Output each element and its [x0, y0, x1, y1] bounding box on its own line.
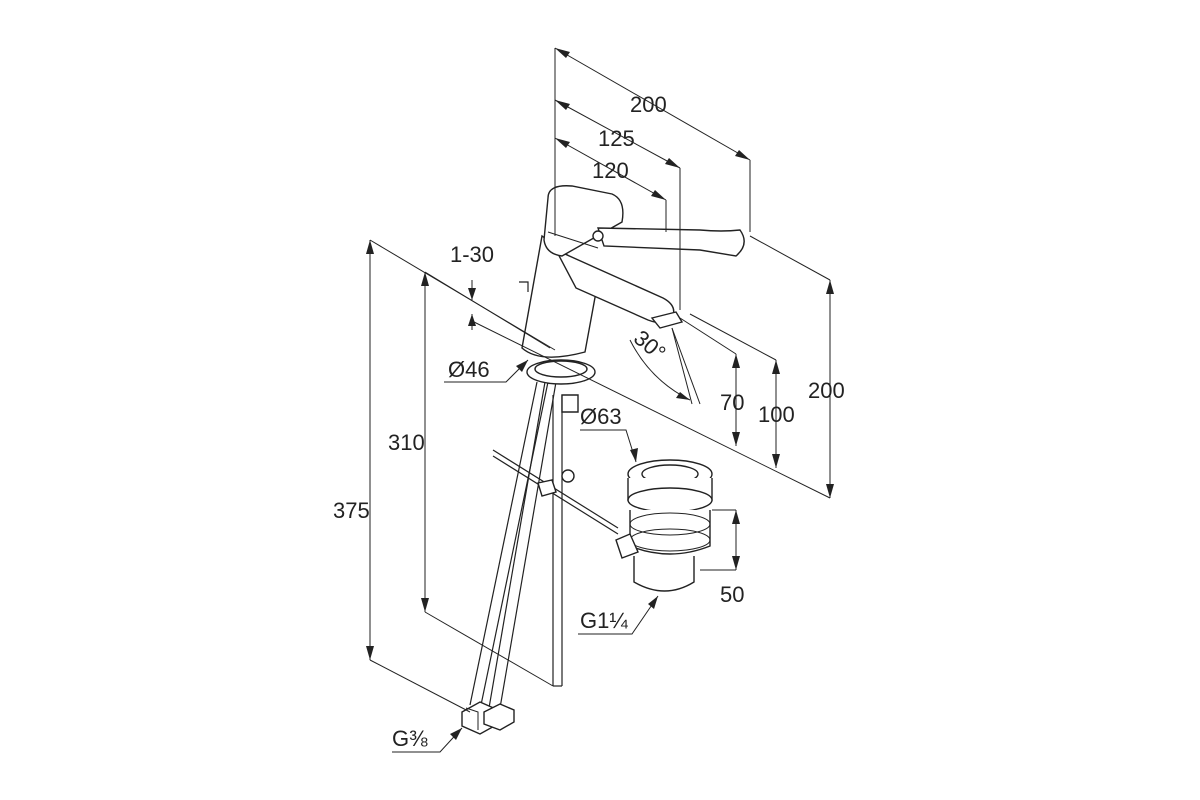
dim-200-right: 200: [808, 378, 845, 403]
dim-125: 125: [598, 126, 635, 151]
popup-rod: [492, 449, 619, 535]
dim-120: 120: [592, 158, 629, 183]
dim-lever-1-30: 1-30: [450, 242, 494, 267]
dim-dia-46: Ø46: [448, 357, 490, 382]
mounting-hardware: [526, 359, 596, 413]
leader-lines: [392, 359, 659, 753]
thread-g1-1-4: G1¼: [580, 608, 628, 633]
dim-angle-30: 30°: [629, 325, 671, 366]
dim-200-top: 200: [630, 92, 667, 117]
dim-50: 50: [720, 582, 744, 607]
hose-connectors: [461, 701, 515, 735]
dim-70: 70: [720, 390, 744, 415]
dim-100: 100: [758, 402, 795, 427]
waste-valve: [615, 459, 713, 592]
dim-310: 310: [388, 430, 425, 455]
thread-g3-8: G⅜: [392, 726, 428, 751]
dim-dia-63: Ø63: [580, 404, 622, 429]
supply-hoses: [469, 381, 563, 709]
dimension-lines: [366, 47, 834, 713]
dim-375: 375: [333, 498, 370, 523]
faucet-body: [519, 185, 745, 358]
